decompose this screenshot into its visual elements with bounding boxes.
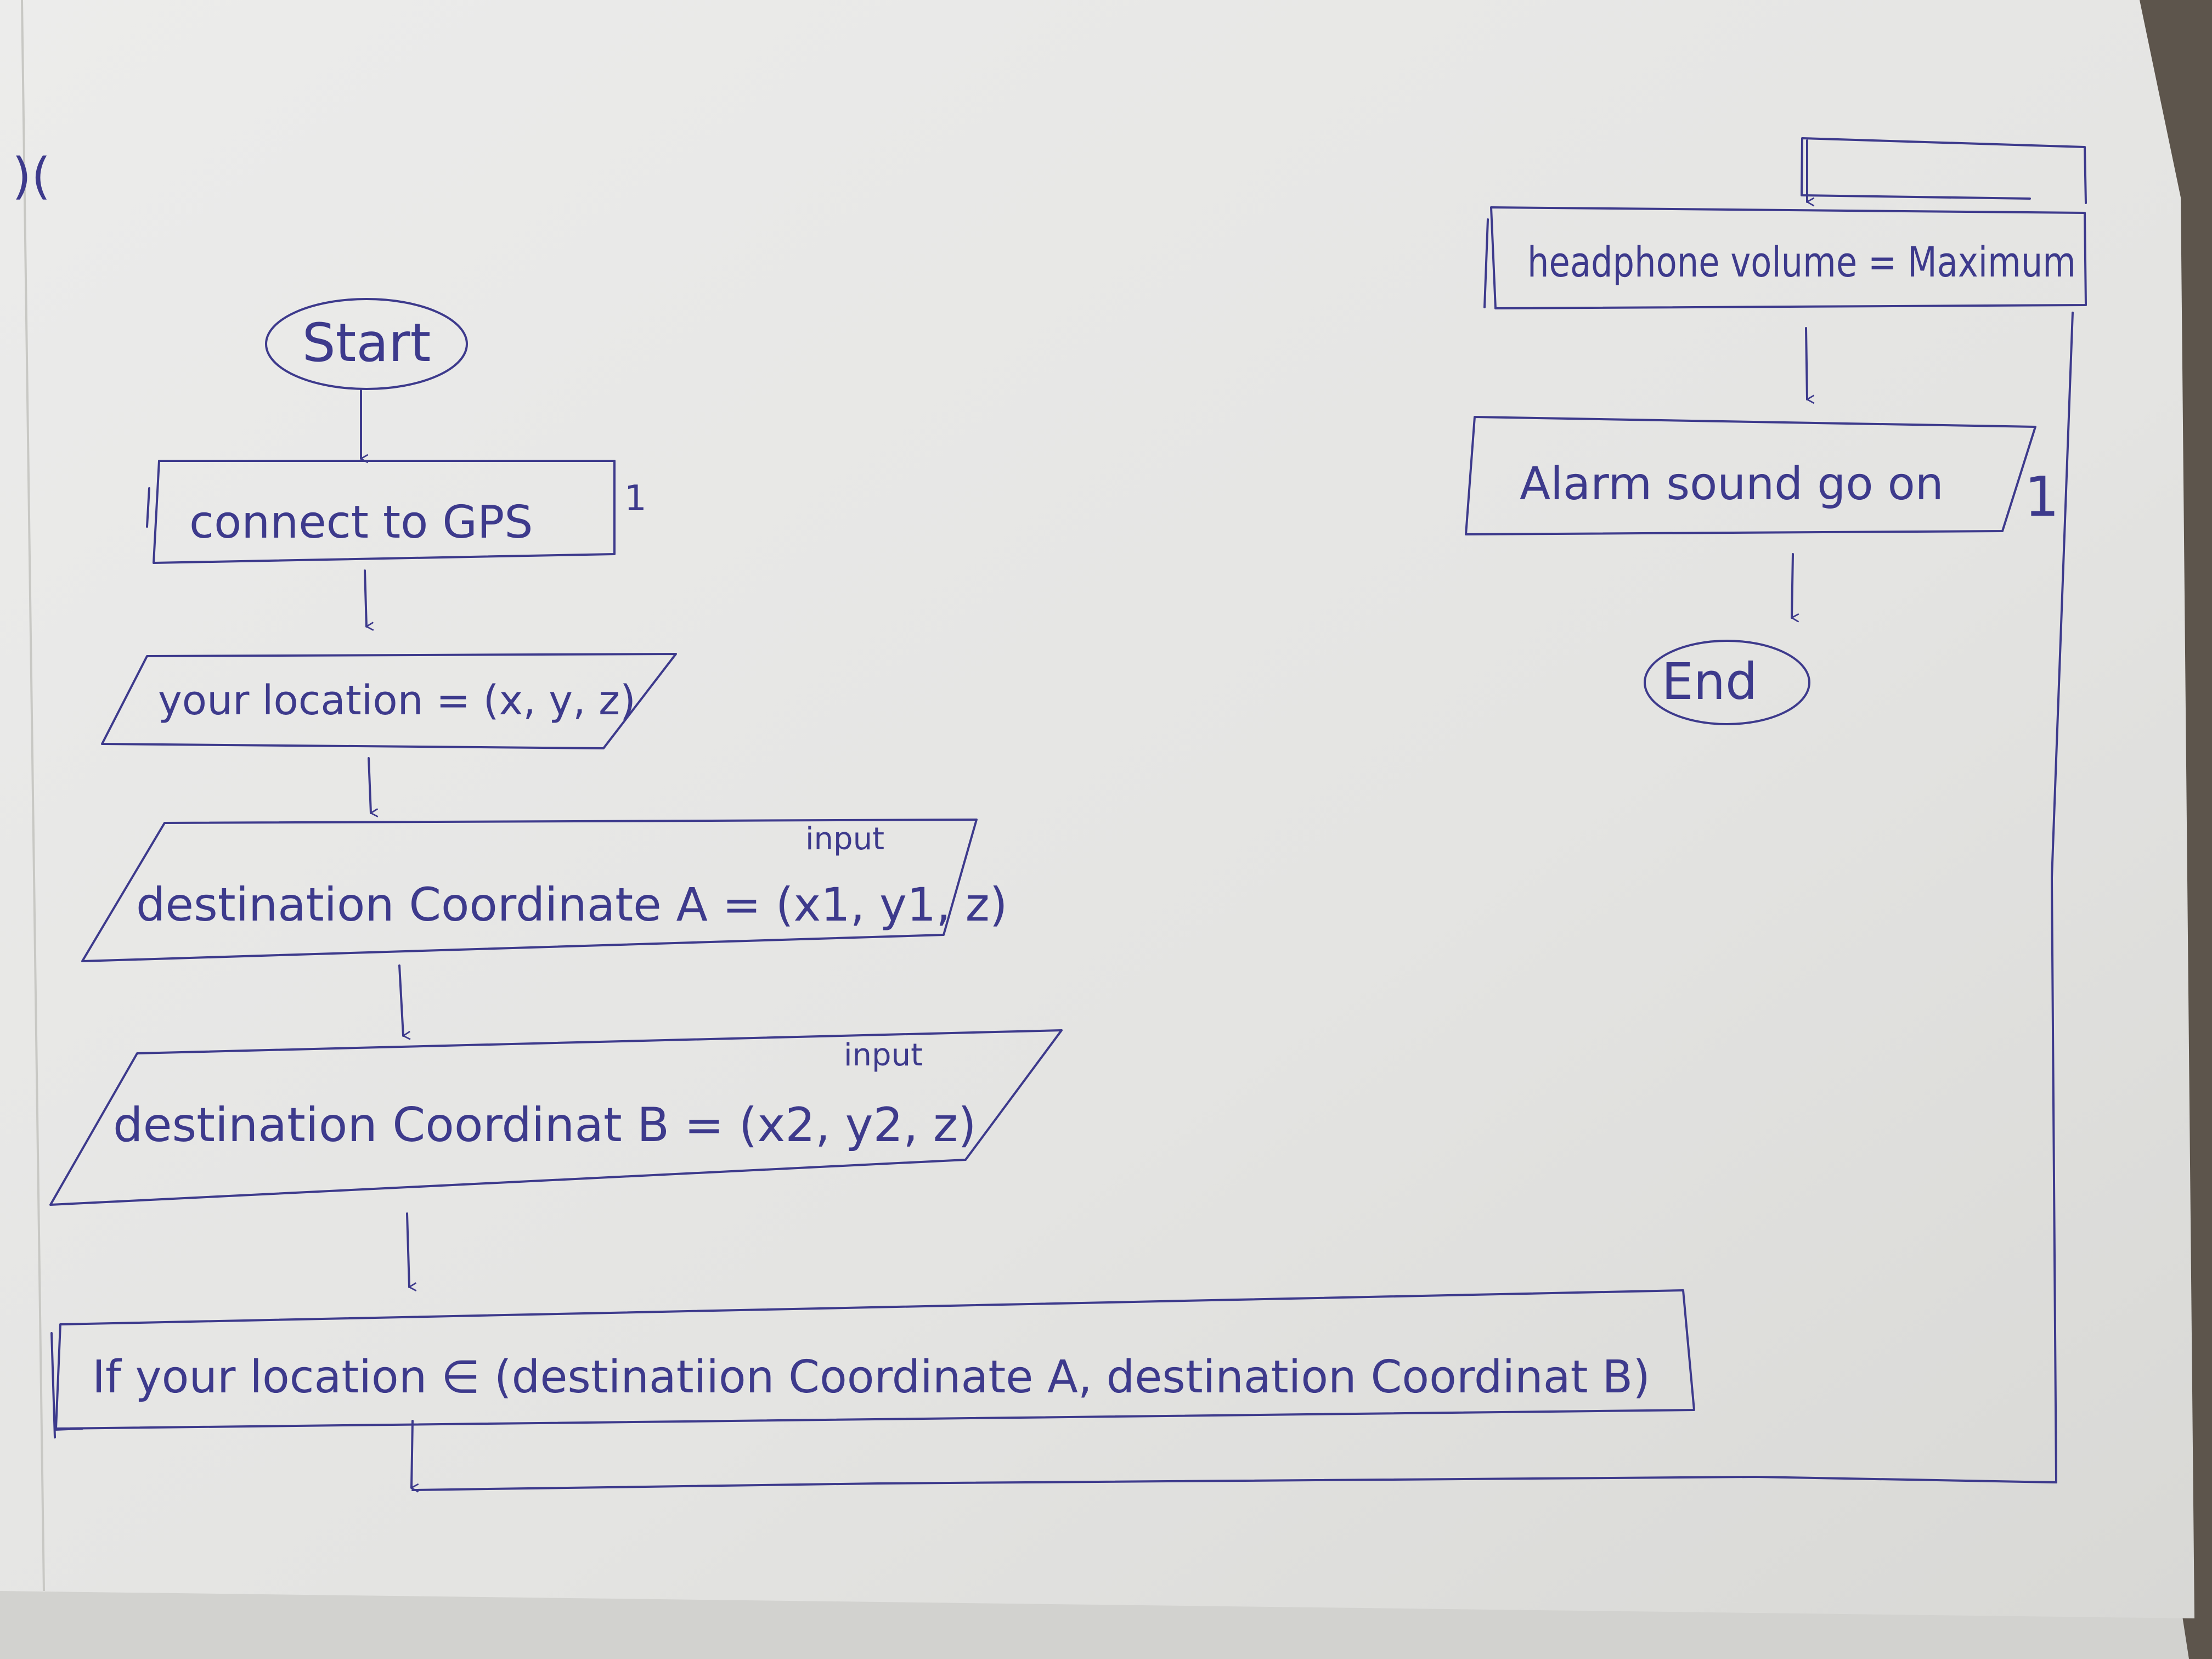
- arrow-dest-b-to-condition: [406, 1212, 409, 1287]
- your-location-label: your location = (x, y, z): [158, 677, 636, 724]
- destination-a-box: [81, 819, 978, 962]
- arrow-alarm-to-end: [1791, 553, 1793, 618]
- loop-bottom-line: [411, 1476, 2057, 1491]
- start-label: Start: [302, 312, 431, 374]
- condition-label: If your location ∈ (destinatiion Coordin…: [92, 1351, 1650, 1403]
- arrow-headphone-to-alarm: [1805, 327, 1807, 399]
- loop-right-line: [2051, 312, 2074, 1483]
- alarm-box: [1465, 416, 2036, 535]
- destination-b-label: destination Coordinat B = (x2, y2, z): [113, 1098, 977, 1153]
- alarm-label: Alarm sound go on: [1520, 458, 1944, 510]
- your-location-node: your location = (x, y, z): [101, 653, 677, 749]
- arrow-location-to-dest-a: [368, 757, 371, 813]
- connect-gps-node: connect to GPS 1: [146, 460, 647, 564]
- start-ellipse: [265, 298, 468, 390]
- destination-a-label: destination Coordinate A = (x1, y1, z): [136, 878, 1008, 932]
- start-node: Start: [265, 298, 468, 390]
- your-location-box: [101, 653, 677, 749]
- headphone-label: headphone volume = Maximum: [1527, 238, 2076, 286]
- destination-b-box: [49, 1029, 1063, 1206]
- headphone-feedback-line: [1801, 137, 2087, 204]
- end-node: End: [1644, 640, 1810, 725]
- arrow-connect-to-location: [364, 569, 366, 627]
- connect-gps-mark: 1: [624, 478, 647, 519]
- destination-b-node: input destination Coordinat B = (x2, y2,…: [49, 1029, 1063, 1206]
- corner-mark: )(: [12, 148, 50, 205]
- paper-sheet: [0, 0, 2194, 1618]
- end-ellipse: [1644, 640, 1810, 725]
- end-label: End: [1662, 652, 1758, 711]
- alarm-mark: 1: [2024, 465, 2059, 529]
- condition-node: If your location ∈ (destinatiion Coordin…: [50, 1289, 1695, 1438]
- connect-gps-label: connect to GPS: [189, 496, 533, 549]
- destination-a-note: input: [805, 821, 884, 857]
- arrow-dest-a-to-dest-b: [398, 964, 403, 1036]
- alarm-node: Alarm sound go on 1: [1465, 416, 2059, 535]
- destination-a-node: input destination Coordinate A = (x1, y1…: [81, 819, 1008, 962]
- condition-down-arrow: [410, 1420, 413, 1488]
- loop-connector: [410, 137, 2087, 1491]
- paper-left-edge: [21, 0, 45, 1592]
- headphone-box: [1483, 206, 2087, 309]
- headphone-node: headphone volume = Maximum: [1483, 206, 2087, 309]
- destination-b-note: input: [844, 1037, 923, 1073]
- condition-box: [50, 1289, 1695, 1438]
- connect-gps-box: [146, 460, 616, 564]
